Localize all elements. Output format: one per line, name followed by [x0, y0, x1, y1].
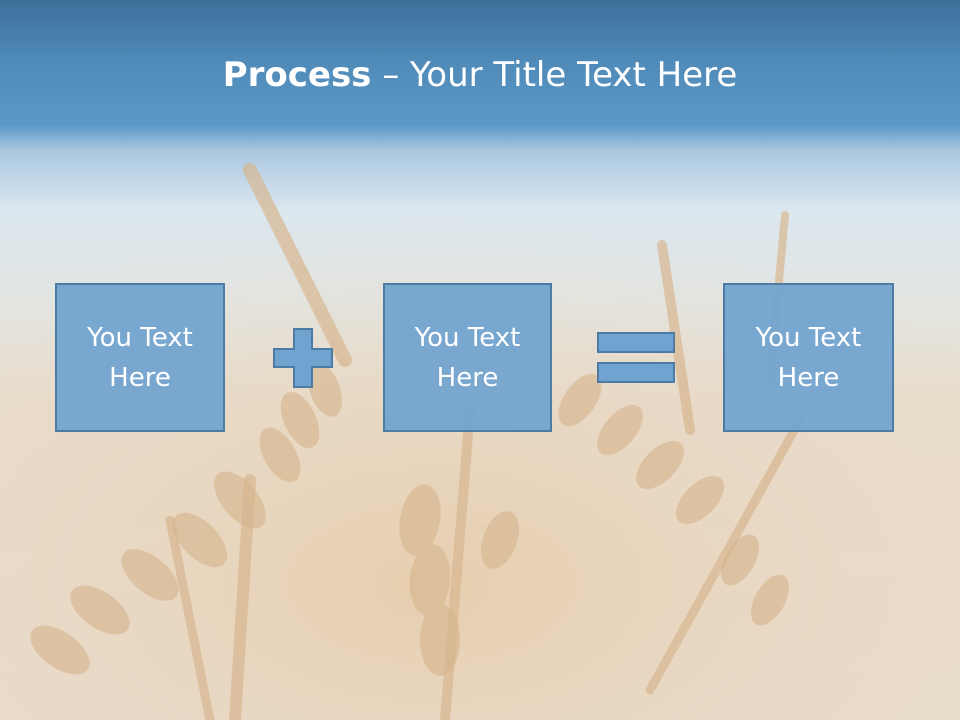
process-box-3-text: You Text Here: [755, 322, 862, 393]
process-box-3[interactable]: You Text Here: [723, 283, 894, 432]
process-box-2-text: You Text Here: [414, 322, 521, 393]
equals-icon: [597, 332, 675, 383]
title-text: – Your Title Text Here: [371, 55, 738, 95]
process-box-1[interactable]: You Text Here: [55, 283, 225, 432]
title-bold: Process: [222, 55, 372, 95]
plus-icon: [273, 328, 333, 388]
process-box-1-text: You Text Here: [87, 322, 193, 393]
slide-title: Process – Your Title Text Here: [0, 54, 960, 96]
process-box-2[interactable]: You Text Here: [383, 283, 552, 432]
